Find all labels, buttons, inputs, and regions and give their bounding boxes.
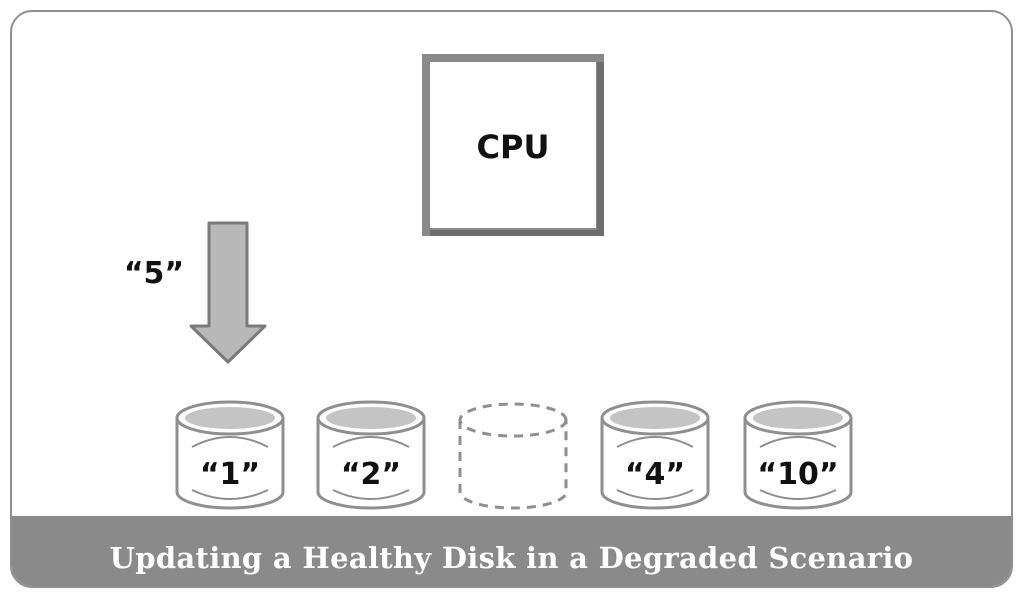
disk-curve [616, 436, 694, 448]
disk-body [600, 418, 710, 510]
disk-label: “2” [341, 457, 401, 492]
disk-4: “4” [600, 400, 710, 510]
cpu-shadow-bottom [430, 230, 604, 236]
disk-body [458, 420, 568, 510]
disk-curve [332, 436, 410, 448]
disk-3-failed [458, 402, 568, 510]
disk-top-rim [458, 402, 568, 438]
disk-curve-bottom [191, 489, 269, 500]
write-arrow: “5” [124, 221, 267, 364]
disk-label: “10” [757, 457, 838, 492]
disk-curve-bottom [616, 489, 694, 500]
disk-curve-bottom [759, 489, 837, 500]
disk-curve [759, 436, 837, 448]
down-arrow-icon [189, 221, 267, 364]
cpu-label: CPU [477, 128, 550, 166]
disk-body [316, 418, 426, 510]
cpu-box: CPU [422, 54, 604, 236]
disk-curve [191, 436, 269, 448]
disk-top-surface [610, 407, 700, 429]
disk-2: “2” [316, 400, 426, 510]
disk-5: “10” [743, 400, 853, 510]
write-value-label: “5” [124, 256, 184, 291]
disk-1: “1” [175, 400, 285, 510]
disk-top-surface [326, 407, 416, 429]
caption-bar: Updating a Healthy Disk in a Degraded Sc… [12, 516, 1011, 586]
disk-body [743, 418, 853, 510]
caption-title: Updating a Healthy Disk in a Degraded Sc… [109, 541, 914, 575]
disk-body [175, 418, 285, 510]
disk-curve-bottom [332, 489, 410, 500]
raid-diagram: CPU “5” “1” “2” [124, 54, 853, 510]
disk-top-surface [753, 407, 843, 429]
disk-label: “1” [200, 457, 260, 492]
diagram-frame: CPU “5” “1” “2” [10, 10, 1013, 588]
disk-top-surface [185, 407, 275, 429]
disk-label: “4” [625, 457, 685, 492]
cpu-shadow [597, 62, 604, 236]
